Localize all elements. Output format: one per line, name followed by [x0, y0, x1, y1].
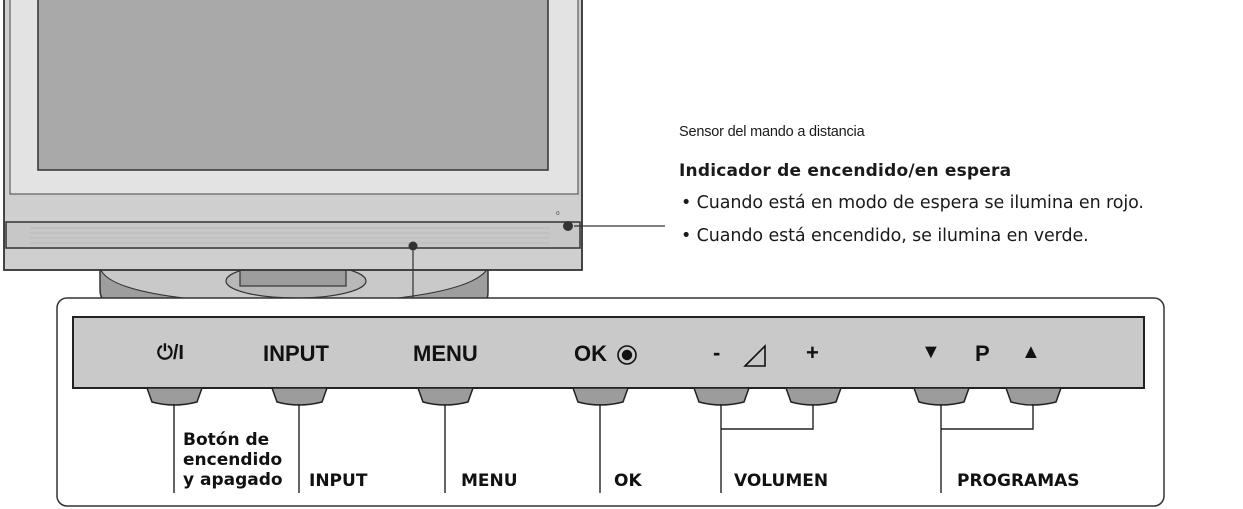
- sensor-label: Sensor del mando a distancia: [679, 124, 865, 140]
- physical-buttons: [145, 387, 1063, 406]
- power-button-key: [145, 387, 204, 406]
- vol-plus-label: +: [806, 340, 819, 365]
- ok-button-key: [571, 387, 630, 406]
- tv-bottom-bar: [5, 221, 581, 249]
- power-label-line-1: Botón de: [183, 430, 270, 450]
- indicator-bullet-on: • Cuando está encendido, se ilumina en v…: [681, 226, 1089, 246]
- prog-up-key: [1004, 387, 1063, 406]
- sensor-mark: ⁰: [556, 211, 560, 221]
- menu-button-key: [416, 387, 475, 406]
- prog-down-label: ▼: [921, 341, 941, 363]
- input-function-label: INPUT: [309, 471, 368, 491]
- ok-function-label: OK: [614, 471, 642, 491]
- volume-function-label: VOLUMEN: [734, 471, 829, 491]
- prog-down-key: [912, 387, 971, 406]
- input-button-key: [270, 387, 329, 406]
- volume-icon: [743, 344, 766, 367]
- power-key-label: ⏻/I: [157, 342, 184, 364]
- power-label-line-2: encendido: [183, 450, 283, 470]
- prog-up-label: ▲: [1021, 341, 1041, 363]
- prog-p-label: P: [975, 341, 990, 366]
- programs-function-label: PROGRAMAS: [957, 471, 1080, 491]
- input-key-label: INPUT: [263, 341, 329, 366]
- indicator-bullet-standby: • Cuando está en modo de espera se ilumi…: [681, 193, 1144, 213]
- vol-minus-label: -: [713, 340, 721, 365]
- button-leader-lines: [173, 404, 1034, 493]
- power-function-label: Botón de encendido y apagado: [183, 430, 293, 490]
- menu-key-label: MENU: [413, 341, 478, 366]
- ok-key-label: OK: [574, 341, 607, 366]
- power-indicator-led: [563, 221, 573, 231]
- vol-plus-key: [784, 387, 843, 406]
- tv-screen: [37, 0, 549, 171]
- indicator-title: Indicador de encendido/en espera: [679, 161, 1012, 181]
- power-label-line-3: y apagado: [183, 470, 283, 490]
- menu-function-label: MENU: [461, 471, 518, 491]
- vol-minus-key: [692, 387, 751, 406]
